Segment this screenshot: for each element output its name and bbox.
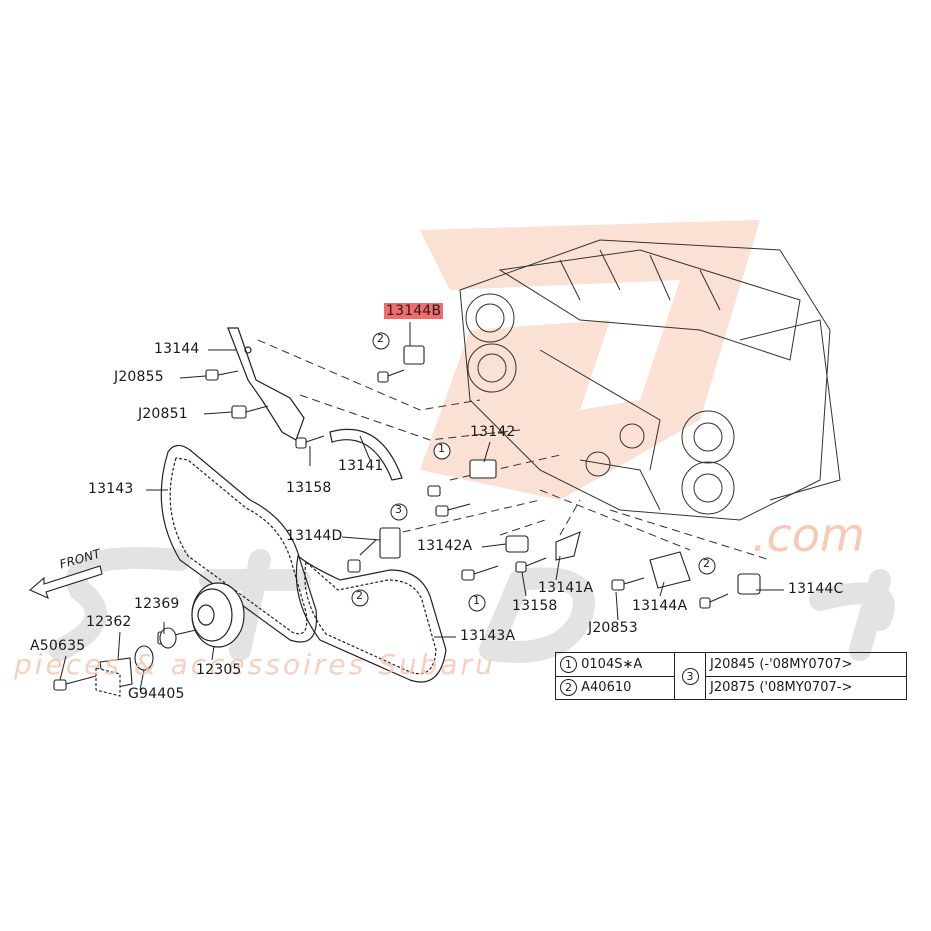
part-label-13143A: 13143A [460,628,516,644]
callout-1-bottom: 1 [473,594,481,607]
watermark-script [49,547,895,663]
part-label-G94405: G94405 [128,686,185,702]
legend-table: 1 0104S∗A 3 J20845 (-'08MY0707> 2 A40610… [555,652,907,700]
part-label-13143: 13143 [88,481,134,497]
timing-belt-13143A [295,554,447,683]
part-label-13158-top: 13158 [286,480,332,496]
crank-pulley-12305 [191,582,245,648]
label-leaders [59,322,784,691]
part-label-J20853: J20853 [588,620,638,636]
callout-2-mid: 2 [356,589,364,602]
part-label-13144C: 13144C [788,581,844,597]
legend-part-2: A40610 [581,680,632,696]
callout-1-top: 1 [438,442,446,455]
legend-row-1: 1 0104S∗A [555,652,675,677]
part-label-12369: 12369 [134,596,180,612]
legend-row-3b: J20875 ('08MY0707-> [705,675,907,700]
part-label-13158-bottom: 13158 [512,598,558,614]
callout-2-top: 2 [377,332,385,345]
leader-lines [257,339,771,561]
watermark-tagline: pieces & accessoires Subaru [14,648,496,681]
callout-3: 3 [395,503,403,516]
legend-row-3a: J20845 (-'08MY0707> [705,652,907,677]
callout-2-right: 2 [703,557,711,570]
legend-num-3: 3 [681,667,699,685]
watermark-logo [420,220,760,500]
part-label-13141: 13141 [338,458,384,474]
legend-num-1: 1 [560,655,577,673]
legend-row-2: 2 A40610 [555,675,675,700]
part-13144-bracket [227,327,305,441]
part-label-13144: 13144 [154,341,200,357]
part-label-13144B: 13144B [384,303,444,319]
legend-row-3-num: 3 [674,652,706,700]
tensioners [379,345,761,595]
part-label-13141A: 13141A [538,580,594,596]
idler-parts [95,627,177,697]
legend-part-1: 0104S∗A [581,656,643,672]
part-label-13144D: 13144D [286,528,343,544]
legend-num-2: 2 [560,679,577,697]
part-label-A50635: A50635 [30,638,86,654]
front-arrow [28,565,103,600]
part-label-J20855: J20855 [114,369,164,385]
engine-block [459,239,841,521]
timing-belt-13143 [160,444,318,643]
part-13141-guide [329,428,403,481]
watermark-domain: .com [752,508,865,562]
part-label-J20851: J20851 [138,406,188,422]
part-label-12305: 12305 [196,662,242,678]
part-label-13142: 13142 [470,424,516,440]
callout-circles [351,332,716,612]
part-label-12362: 12362 [86,614,132,630]
part-label-13144A: 13144A [632,598,688,614]
part-label-13142A: 13142A [417,538,473,554]
